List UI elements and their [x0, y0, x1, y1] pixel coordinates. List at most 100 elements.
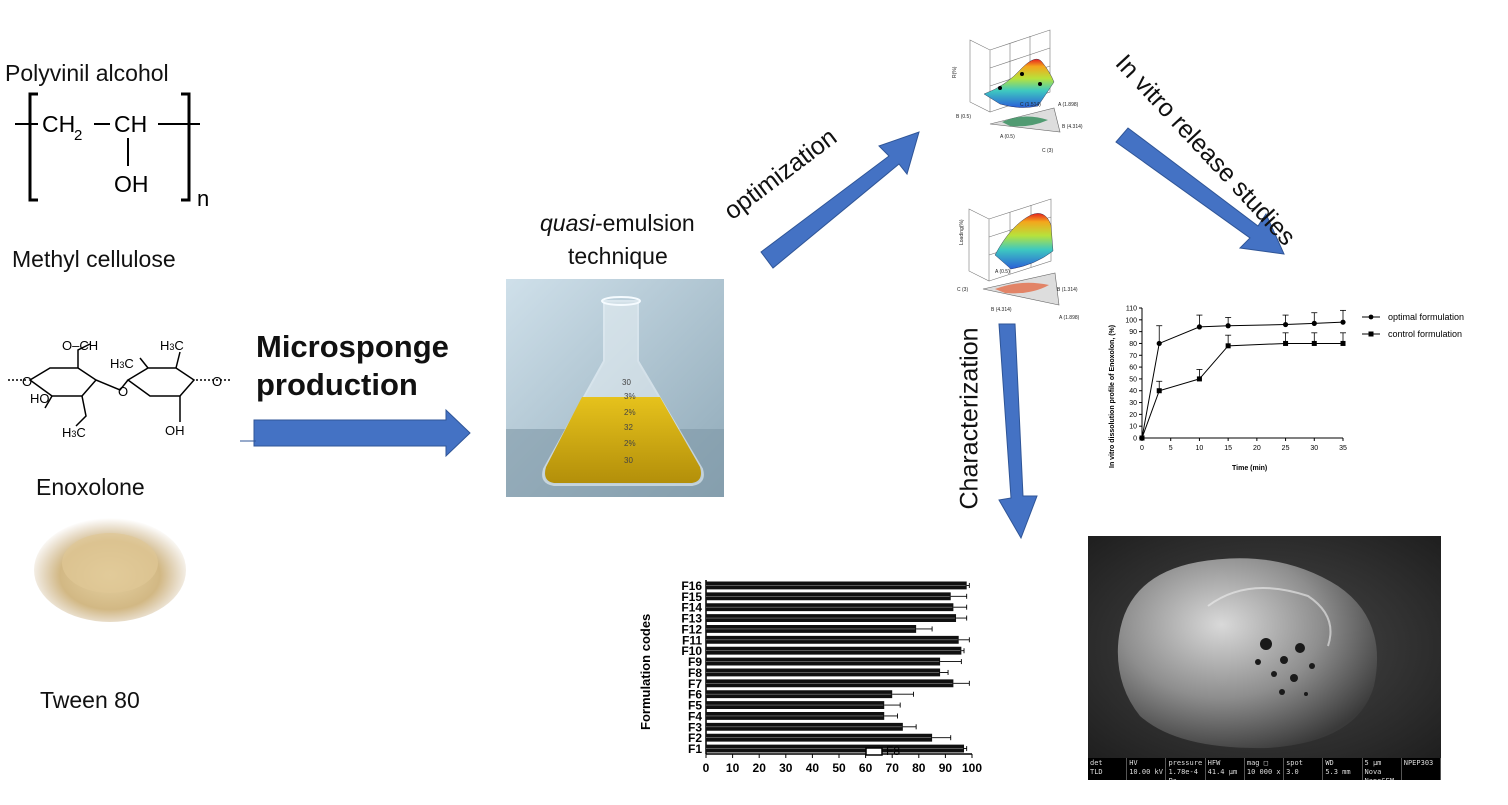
ch2-group: CH — [42, 111, 75, 137]
tween-label: Tween 80 — [40, 687, 140, 713]
bar-category-label: F7 — [688, 677, 702, 691]
bar-category-label: F10 — [681, 644, 702, 658]
release-y-tick-label: 10 — [1129, 424, 1137, 431]
sem-info-value: 10 000 x — [1246, 768, 1281, 776]
bar-category-label: F15 — [681, 590, 702, 604]
sem-info-header: pressure — [1168, 759, 1203, 767]
methyl-cellulose-structure: O–CH O HO H3C H3C H3C OH O O — [8, 338, 230, 440]
bar-x-tick-label: 80 — [912, 761, 926, 775]
svg-text:A (0.5): A (0.5) — [995, 269, 1010, 275]
release-point — [1196, 324, 1203, 330]
release-x-tick-label: 5 — [1169, 445, 1173, 452]
release-chart: In vitro dissolution profile of Enoxolon… — [1109, 306, 1464, 473]
flask-graduations: 30 3% 2% 32 2% 30 — [622, 378, 636, 465]
bar-x-tick-label: 100 — [962, 761, 982, 775]
sem-info-value: 1.78e-4 Pa — [1168, 768, 1198, 780]
bar-x-tick-label: 50 — [832, 761, 846, 775]
bar-category-label: F8 — [688, 666, 702, 680]
bar-ylabel: Formulation codes — [638, 614, 653, 730]
release-point — [1340, 340, 1346, 346]
bar-category-label: F16 — [681, 579, 702, 593]
sem-info-header: HV — [1129, 759, 1138, 767]
arrow-to-emulsion — [240, 408, 471, 458]
flask-photo: 30 3% 2% 32 2% 30 — [506, 279, 724, 497]
bar-category-label: F5 — [688, 699, 702, 713]
release-xlabel: Time (min) — [1232, 465, 1267, 472]
svg-text:Loading(%): Loading(%) — [959, 219, 965, 245]
arrow-characterization — [998, 323, 1038, 540]
bar-x-tick-label: 20 — [753, 761, 767, 775]
svg-text:A (1.898): A (1.898) — [1059, 315, 1080, 321]
arrow-optimization — [760, 131, 920, 269]
release-y-tick-label: 90 — [1129, 329, 1137, 336]
svg-text:2%: 2% — [624, 408, 636, 417]
svg-text:O: O — [212, 374, 222, 389]
svg-text:R(%): R(%) — [952, 66, 958, 78]
bar-category-label: F13 — [681, 612, 702, 626]
svg-text:B (4.314): B (4.314) — [991, 307, 1012, 313]
technique-label: technique — [568, 243, 668, 269]
release-x-tick-label: 15 — [1224, 445, 1232, 452]
release-y-tick-label: 60 — [1129, 365, 1137, 372]
sem-info-value: Nova NanoSEM — [1364, 768, 1395, 780]
svg-text:C (3): C (3) — [1042, 148, 1053, 154]
release-y-tick-label: 80 — [1129, 341, 1137, 348]
bar-legend-label: F8 — [886, 744, 900, 758]
legend-label: control formulation — [1388, 329, 1462, 339]
microsponge-particle — [1088, 536, 1441, 758]
release-point — [1311, 340, 1317, 346]
svg-text:H3C: H3C — [62, 425, 86, 440]
bar-category-label: F9 — [688, 655, 702, 669]
release-series-line — [1141, 342, 1343, 439]
sem-info-header: mag □ — [1246, 759, 1268, 767]
sem-info-value: 41.4 μm — [1207, 768, 1238, 776]
release-x-tick-label: 0 — [1140, 445, 1144, 452]
svg-text:3%: 3% — [624, 392, 636, 401]
bar-category-label: F1 — [688, 742, 702, 756]
sem-info-value: NPEP303 — [1403, 759, 1434, 767]
bar-x-tick-label: 30 — [779, 761, 793, 775]
enoxolone-powder-image — [34, 518, 186, 622]
arrow-in-vitro — [1115, 127, 1285, 255]
release-point — [1139, 435, 1145, 441]
methyl-cellulose-label: Methyl cellulose — [12, 246, 176, 272]
release-point — [1283, 340, 1289, 346]
microsponge-production-label: Microsponge production — [256, 329, 449, 402]
bar-category-label: F11 — [682, 633, 702, 647]
svg-text:O: O — [118, 384, 128, 399]
release-y-tick-label: 70 — [1129, 353, 1137, 360]
sem-info-cell: NPEP303 — [1402, 758, 1441, 780]
release-y-tick-label: 0 — [1133, 436, 1137, 443]
legend-marker — [1368, 331, 1374, 337]
release-point — [1225, 343, 1231, 349]
enoxolone-label: Enoxolone — [36, 474, 145, 500]
release-y-tick-label: 30 — [1129, 400, 1137, 407]
formulation-bar-chart: Formulation codes F16F15F14F13F12F11F10F… — [638, 579, 982, 775]
bar-x-tick-label: 10 — [726, 761, 740, 775]
response-surface-top: R(%) C (1.514) A (1.898) B (0.5) B (4.31… — [952, 29, 1083, 154]
svg-text:H3C: H3C — [110, 356, 134, 371]
svg-text:B (4.314): B (4.314) — [1062, 124, 1083, 130]
pva-title: Polyvinil alcohol — [5, 60, 169, 86]
release-point — [1340, 319, 1346, 325]
svg-text:30: 30 — [624, 456, 633, 465]
ch2-subscript: 2 — [74, 127, 82, 144]
release-point — [1196, 376, 1202, 382]
release-ylabel: In vitro dissolution profile of Enoxolon… — [1109, 325, 1116, 468]
svg-text:C (3): C (3) — [957, 287, 968, 293]
sem-info-header: 5 μm — [1364, 759, 1382, 767]
release-x-tick-label: 20 — [1253, 445, 1261, 452]
quasi-emulsion-label: quasi-emulsion — [540, 210, 695, 236]
response-surface-bottom: Loading(%) A (0.5) C (3) B (4.314) B (1.… — [957, 198, 1080, 321]
sem-info-value: 5.3 mm — [1325, 768, 1351, 776]
och3-group: O–CH — [62, 338, 98, 353]
sem-info-header: spot — [1286, 759, 1303, 767]
svg-text:A (1.898): A (1.898) — [1058, 102, 1079, 108]
svg-text:B (1.314): B (1.314) — [1057, 287, 1078, 293]
